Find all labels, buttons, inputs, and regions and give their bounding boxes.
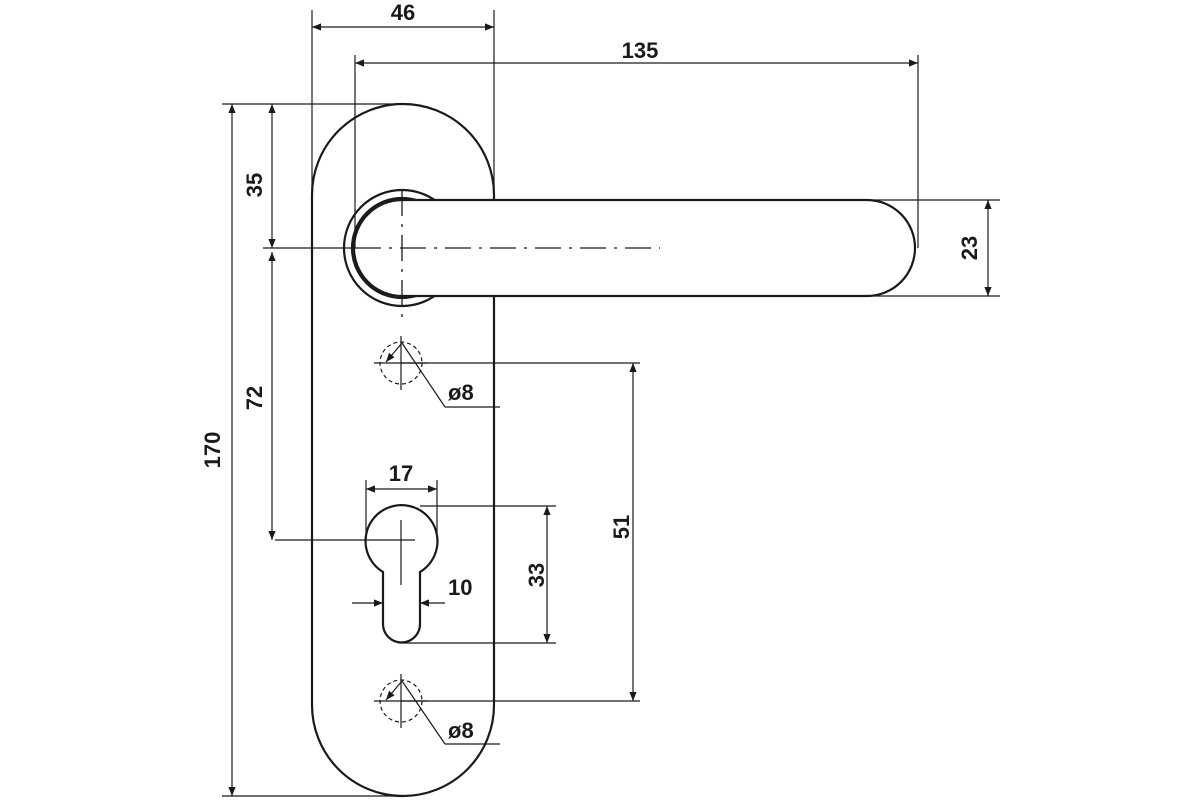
dim-o8-upper-label: ø8 xyxy=(448,380,474,405)
backplate-outline xyxy=(310,102,496,798)
dim-o8-upper-leader xyxy=(401,342,446,408)
dim-33-label: 33 xyxy=(524,563,549,587)
dim-23-label: 23 xyxy=(957,236,982,260)
dim-o8-lower-label: ø8 xyxy=(448,718,474,743)
dim-51-label: 51 xyxy=(609,515,634,539)
dim-170-label: 170 xyxy=(200,432,225,469)
dim-72-label: 72 xyxy=(242,386,267,410)
dim-10-label: 10 xyxy=(448,575,472,600)
dim-o8-upper-arrow xyxy=(385,342,403,363)
dim-o8-lower-arrow xyxy=(385,680,403,701)
dim-o8-lower-leader xyxy=(401,680,446,745)
dim-35-label: 35 xyxy=(242,173,267,197)
dim-46-label: 46 xyxy=(391,0,415,25)
dim-17-label: 17 xyxy=(389,461,413,486)
dim-135-label: 135 xyxy=(622,38,659,63)
